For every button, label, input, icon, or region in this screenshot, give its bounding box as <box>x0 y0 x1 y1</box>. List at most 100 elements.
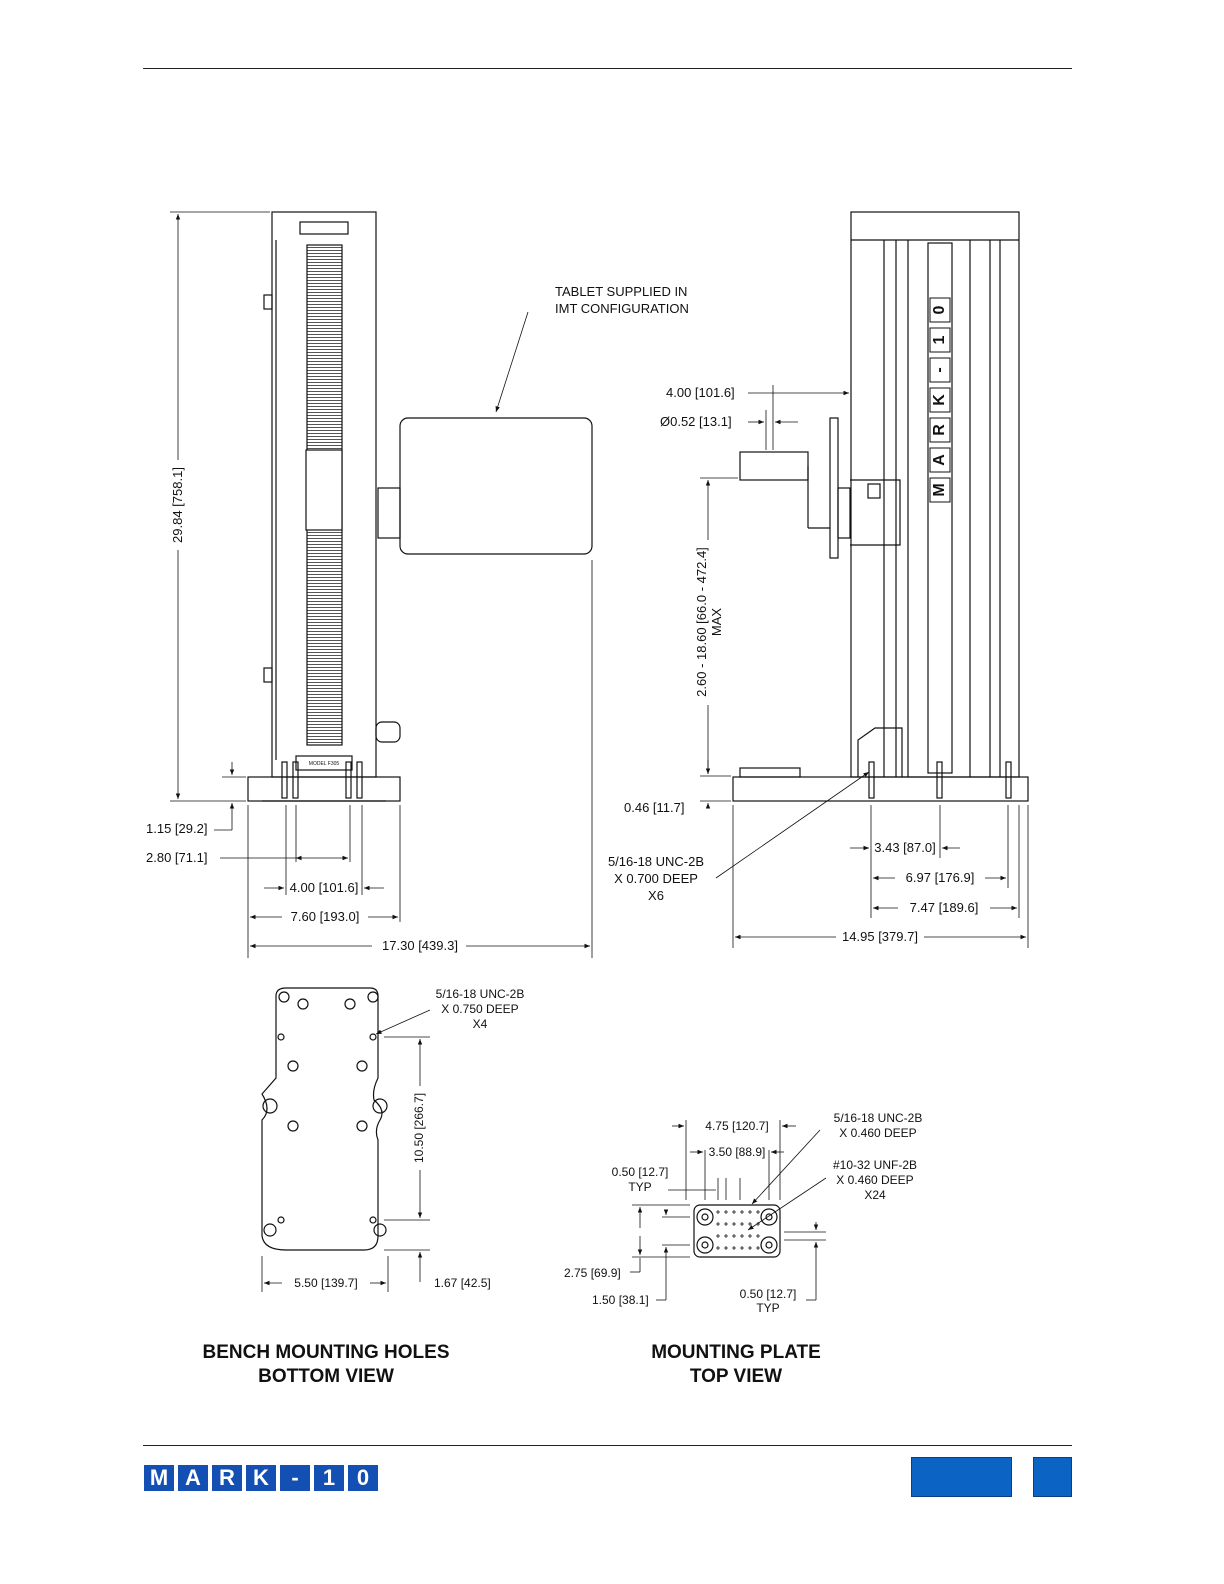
tapped-hole <box>724 1222 728 1226</box>
side-dim-b: 6.97 [176.9] <box>906 870 975 885</box>
tapped-hole <box>732 1246 736 1250</box>
tablet-note-2: IMT CONFIGURATION <box>555 301 689 316</box>
side-arm-length-dim: 4.00 [101.6] <box>666 385 735 400</box>
front-overall-width-dim: 17.30 [439.3] <box>382 938 458 953</box>
plate-pitch-1: 0.50 [12.7] <box>612 1165 669 1179</box>
bench-thread-1: 5/16-18 UNC-2B <box>436 987 525 1001</box>
plate-view <box>630 1120 827 1301</box>
column-mark10-letters: M A R K - 1 0 <box>929 297 951 503</box>
bench-edge-offset: 1.67 [42.5] <box>434 1276 491 1290</box>
tapped-hole <box>724 1246 728 1250</box>
front-studs <box>281 761 363 799</box>
plate-width-outer: 4.75 [120.7] <box>705 1119 768 1133</box>
model-label: MODEL F305 <box>309 761 340 767</box>
side-base <box>732 776 1029 802</box>
tapped-hole <box>756 1246 760 1250</box>
front-base-width-dim: 7.60 [193.0] <box>291 909 360 924</box>
bench-title-2: BOTTOM VIEW <box>258 1366 394 1387</box>
plate-thread-b2: X 0.460 DEEP <box>836 1173 913 1187</box>
side-overall-depth-dim: 14.95 [379.7] <box>842 929 918 944</box>
side-dim-c: 7.47 [189.6] <box>910 900 979 915</box>
column-letter: M <box>931 483 948 496</box>
side-thread-3: X6 <box>648 888 664 903</box>
front-base-height-dim: 1.15 [29.2] <box>146 821 207 836</box>
column-letter-box <box>929 297 951 323</box>
side-travel-dim: 2.60 - 18.60 [66.0 - 472.4] <box>694 547 709 697</box>
tablet-plate-edge <box>829 417 839 559</box>
column-letter-box <box>929 477 951 503</box>
tapped-hole <box>732 1234 736 1238</box>
logo-letter: A <box>178 1465 208 1491</box>
plate-thread-b3: X24 <box>864 1188 886 1202</box>
bench-view <box>261 987 431 1292</box>
bench-hole-spacing-h: 5.50 [139.7] <box>294 1276 357 1290</box>
front-offset-dim: 2.80 [71.1] <box>146 850 207 865</box>
logo-letter: 1 <box>314 1465 344 1491</box>
column-letter: A <box>931 454 948 466</box>
front-view <box>170 211 593 958</box>
side-thread-1: 5/16-18 UNC-2B <box>608 854 704 869</box>
tapped-hole <box>716 1210 720 1214</box>
logo-letter: 0 <box>348 1465 378 1491</box>
tapped-hole <box>748 1234 752 1238</box>
tapped-hole <box>724 1234 728 1238</box>
tapped-hole <box>740 1210 744 1214</box>
logo-letter: M <box>144 1465 174 1491</box>
drawing-labels: TABLET SUPPLIED IN IMT CONFIGURATION MOD… <box>146 284 978 1387</box>
footer-rule <box>143 1445 1072 1446</box>
tapped-hole <box>748 1246 752 1250</box>
tapped-hole <box>716 1222 720 1226</box>
side-hole-dia-dim: Ø0.52 [13.1] <box>660 414 732 429</box>
plate-thread-a2: X 0.460 DEEP <box>839 1126 916 1140</box>
tapped-hole <box>724 1210 728 1214</box>
tapped-hole <box>740 1222 744 1226</box>
bench-hole-spacing-v: 10.50 [266.7] <box>412 1093 426 1163</box>
plate-height-inner: 1.50 [38.1] <box>592 1293 649 1307</box>
plate-counterbores <box>696 1208 778 1254</box>
column-letter: R <box>931 424 948 436</box>
column-letter: K <box>931 394 948 406</box>
tapped-hole <box>732 1222 736 1226</box>
plate-pitch-4: TYP <box>756 1301 779 1315</box>
front-hole-spacing-dim: 4.00 [101.6] <box>290 880 359 895</box>
plate-outline <box>693 1204 781 1258</box>
tapped-hole <box>716 1246 720 1250</box>
bench-thread-2: X 0.750 DEEP <box>441 1002 518 1016</box>
column-letter-box <box>929 447 951 473</box>
fixture-arm <box>739 451 809 481</box>
tapped-hole <box>716 1234 720 1238</box>
plate-pitch-2: TYP <box>628 1180 651 1194</box>
plate-thread-a1: 5/16-18 UNC-2B <box>834 1111 923 1125</box>
bench-thread-3: X4 <box>473 1017 488 1031</box>
front-base <box>247 776 401 802</box>
side-studs <box>868 761 1012 799</box>
logo-letter: - <box>280 1465 310 1491</box>
tapped-hole <box>740 1246 744 1250</box>
column-letter-box <box>929 327 951 353</box>
base-holes <box>262 991 388 1237</box>
column-letter: - <box>931 367 948 372</box>
column-letter: 1 <box>931 335 948 344</box>
base-outline <box>261 987 383 1251</box>
plate-thread-b1: #10-32 UNF-2B <box>833 1158 917 1172</box>
tablet <box>399 417 593 555</box>
plate-height-outer: 2.75 [69.9] <box>564 1266 621 1280</box>
tapped-hole <box>740 1234 744 1238</box>
plate-pitch-3: 0.50 [12.7] <box>740 1287 797 1301</box>
plate-title-2: TOP VIEW <box>690 1366 782 1387</box>
side-dim-a: 3.43 [87.0] <box>874 840 935 855</box>
tapped-hole <box>748 1222 752 1226</box>
column-letter: 0 <box>931 305 948 314</box>
footer-page-box <box>1033 1457 1072 1497</box>
side-thread-2: X 0.700 DEEP <box>614 871 698 886</box>
tablet-note-1: TABLET SUPPLIED IN <box>555 284 687 299</box>
header-rule <box>143 68 1072 69</box>
side-plate-height-dim: 0.46 [11.7] <box>624 800 684 815</box>
handwheel <box>375 721 401 743</box>
column-letter-box <box>929 357 951 383</box>
side-view <box>700 211 1029 948</box>
plate-title-1: MOUNTING PLATE <box>651 1342 821 1363</box>
footer-section-box <box>911 1457 1012 1497</box>
column-letter-box <box>929 387 951 413</box>
